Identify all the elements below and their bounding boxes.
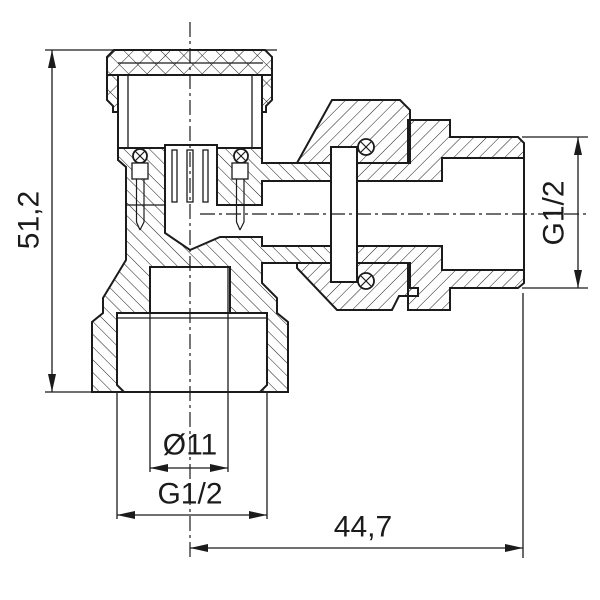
dim-inlet-thread-label: G1/2 xyxy=(157,478,222,511)
dim-overall-height-label: 51,2 xyxy=(13,191,46,249)
dim-outlet-thread-label: G1/2 xyxy=(538,180,571,245)
dimension-overall-length: 44,7 xyxy=(190,293,524,558)
dim-inlet-bore-label: Ø11 xyxy=(163,429,217,462)
flange-oring-bottom-x2 xyxy=(360,275,372,287)
stem-slot-middle xyxy=(186,149,194,203)
arrow-right xyxy=(505,544,523,552)
gland-sleeve-left xyxy=(135,179,145,231)
arrow-up xyxy=(574,137,582,155)
gland-sleeve-right xyxy=(235,179,245,231)
dimension-overall-height: 51,2 xyxy=(13,49,277,393)
dimension-inlet-bore: Ø11 xyxy=(149,267,229,472)
arrow-up xyxy=(48,50,56,68)
center-lines-group xyxy=(189,22,590,558)
dimension-outlet-thread: G1/2 xyxy=(522,136,588,289)
stem-slot-right xyxy=(202,149,209,203)
stem-slot-left xyxy=(171,149,178,203)
arrow-left xyxy=(150,464,168,472)
bottom-port-cavity xyxy=(116,312,268,393)
stem-oring-left-x2 xyxy=(134,150,146,162)
dimension-inlet-thread: G1/2 xyxy=(116,392,268,519)
arrow-left xyxy=(190,544,208,552)
arrow-right xyxy=(210,464,228,472)
outlet-fitting-top xyxy=(356,119,525,182)
arrow-right xyxy=(249,511,267,519)
arrow-down xyxy=(574,270,582,288)
dim-overall-length-label: 44,7 xyxy=(334,511,392,544)
arrow-left xyxy=(117,511,135,519)
stem-oring-right-x2 xyxy=(235,150,247,162)
stem-seals-group xyxy=(131,148,249,231)
flange-oring-top-x2 xyxy=(360,141,372,153)
outlet-fitting-bottom xyxy=(356,245,525,311)
gland-right xyxy=(231,162,249,180)
union-nut-group xyxy=(295,99,419,311)
arrow-down xyxy=(48,374,56,392)
gland-left xyxy=(131,162,149,180)
